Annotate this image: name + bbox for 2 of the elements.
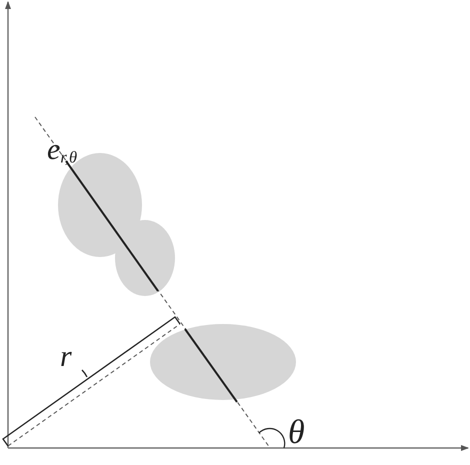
distance-label: r — [60, 342, 72, 372]
angle-label: θ — [288, 416, 305, 450]
